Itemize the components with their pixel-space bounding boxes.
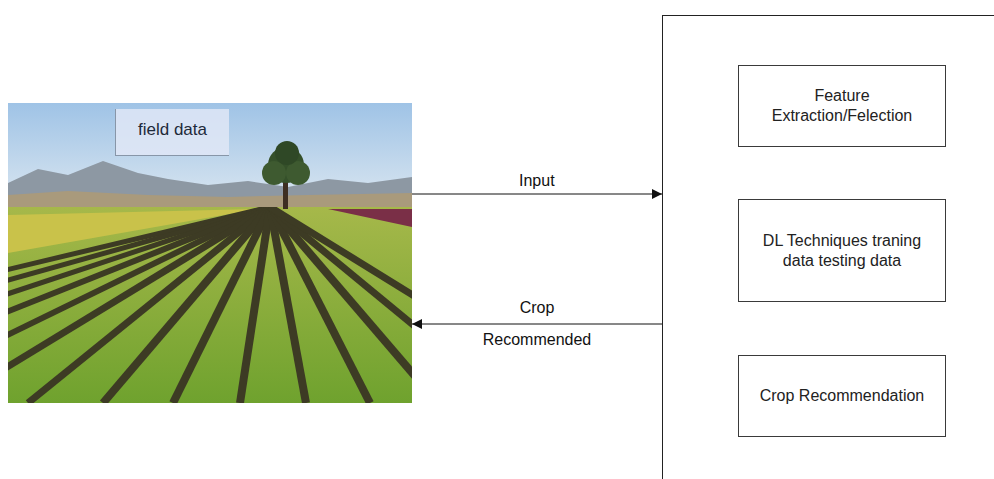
- edge-label: Input: [519, 171, 555, 191]
- flow-arrow: [412, 194, 662, 195]
- crop-rows: [8, 207, 412, 403]
- tree: [262, 141, 310, 209]
- system-panel: Feature Extraction/Felection DL Technique…: [662, 15, 994, 479]
- box-label: DL Techniques traning data testing data: [759, 231, 925, 271]
- edge-label: Crop Recommended: [478, 292, 596, 356]
- photo-panel: field data: [8, 103, 412, 403]
- process-box: Feature Extraction/Felection: [738, 65, 946, 147]
- field-label: field data: [115, 109, 229, 156]
- field-band: [328, 209, 412, 227]
- box-label: Feature Extraction/Felection: [759, 86, 925, 126]
- process-box: Crop Recommendation: [738, 355, 946, 437]
- sky: [8, 103, 412, 213]
- flow-arrow: [412, 324, 662, 325]
- hills: [8, 191, 412, 209]
- box-label: Crop Recommendation: [760, 386, 925, 406]
- process-box: DL Techniques traning data testing data: [738, 199, 946, 302]
